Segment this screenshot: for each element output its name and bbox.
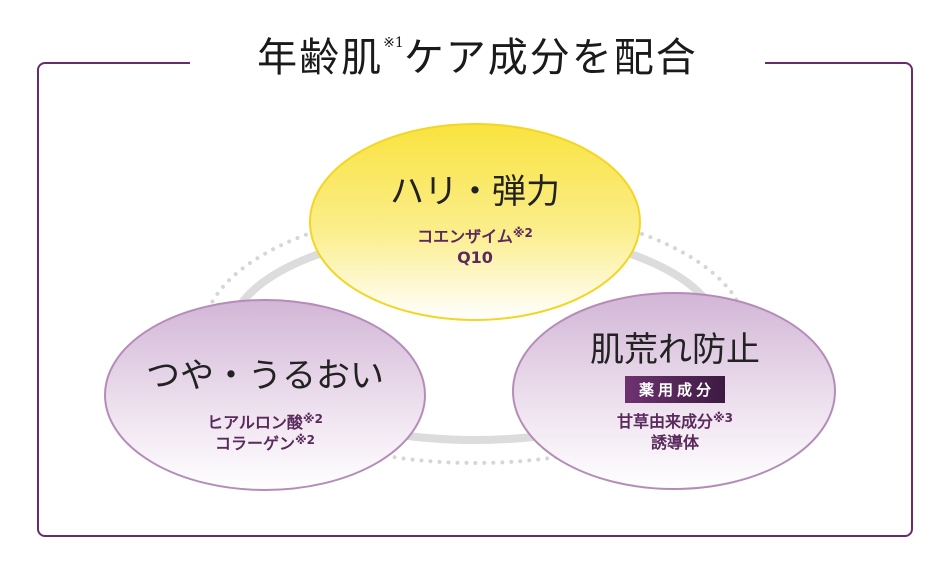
node-ellipse-firmness [309,123,641,321]
medicinal-ingredient-badge: 薬用成分 [624,376,725,403]
page-title: 年齢肌※1ケア成分を配合 [190,28,765,88]
ingredient: Q10 [457,248,493,267]
ingredient: コラーゲン※2 [214,433,316,453]
ingredient: 甘草由来成分※3 [616,411,734,431]
ingredient: コエンザイム※2 [417,226,533,246]
node-heading: つや・うるおい [146,356,384,396]
ingredient: ヒアルロン酸※2 [207,412,323,432]
ingredient: 誘導体 [650,433,699,452]
node-moisture: つや・うるおい ヒアルロン酸※2 コラーゲン※2 [115,354,415,454]
node-ellipse-moisture [104,299,426,491]
node-firmness: ハリ・弾力 コエンザイム※2 Q10 [330,170,620,268]
node-heading: ハリ・弾力 [390,172,560,212]
node-heading: 肌荒れ防止 [590,330,760,370]
node-skin-protection: 肌荒れ防止 薬用成分 甘草由来成分※3 誘導体 [525,328,825,453]
